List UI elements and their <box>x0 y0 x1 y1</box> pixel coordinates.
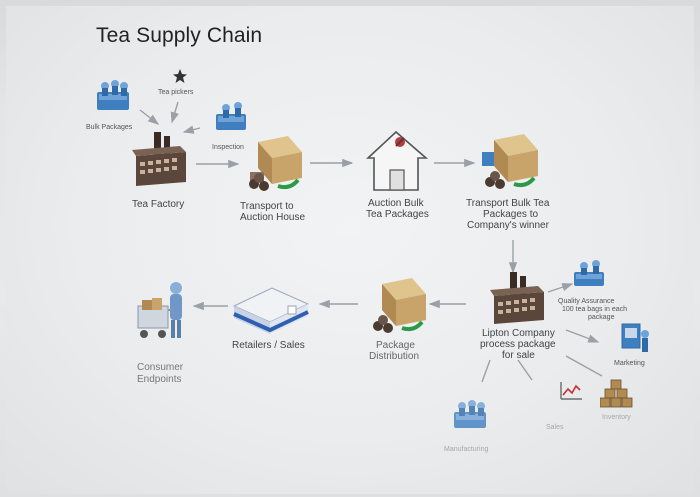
inspection-icon <box>214 100 250 134</box>
arrow-lipton-to-manufacturing <box>481 359 491 383</box>
manufacturing-label: Manufacturing <box>444 446 489 453</box>
tea-factory-label: Tea Factory <box>132 199 185 210</box>
bulk-packages-label: Bulk Packages <box>86 124 133 131</box>
arrow-bulk-to-factory <box>139 109 160 125</box>
factory-icon <box>132 130 190 190</box>
consumer-label-2: Endpoints <box>137 374 182 385</box>
lipton-label-3: for sale <box>502 350 535 361</box>
lipton-factory-icon <box>490 272 548 328</box>
quality-label-2: 100 tea bags in each <box>562 306 627 313</box>
inventory-boxes-icon <box>600 378 634 408</box>
inspection-label: Inspection <box>212 144 244 151</box>
marketing-icon <box>618 320 654 356</box>
arrow-lipton-to-marketing <box>565 329 600 343</box>
lipton-label-1: Lipton Company <box>482 328 555 339</box>
store-icon <box>232 284 310 336</box>
star-icon <box>172 68 188 84</box>
arrow-lipton-to-quality <box>547 283 574 293</box>
tea-pickers-label: Tea pickers <box>158 89 194 96</box>
marketing-label: Marketing <box>614 360 645 367</box>
auction-bulk-label-2: Tea Packages <box>366 209 429 220</box>
quality-assurance-icon <box>572 258 608 290</box>
distribution-box-icon <box>368 276 430 338</box>
line-chart-icon <box>558 380 584 402</box>
auction-bulk-label-1: Auction Bulk <box>368 198 424 209</box>
transport-bulk-label-2: Packages to <box>483 209 539 220</box>
transport-bulk-label-3: Company's winner <box>467 220 549 231</box>
retailers-label: Retailers / Sales <box>232 340 305 351</box>
package-distribution-label-1: Package <box>376 340 415 351</box>
package-distribution-label-2: Distribution <box>369 351 420 362</box>
house-icon <box>362 128 432 196</box>
consumer-cart-icon <box>134 280 192 346</box>
transport-bulk-label-1: Transport Bulk Tea <box>466 198 550 209</box>
transport-bulk-icon <box>480 132 542 194</box>
arrow-pickers-to-factory <box>170 101 179 124</box>
arrow-inspection-to-factory <box>182 125 201 134</box>
page-title: Tea Supply Chain <box>96 24 263 47</box>
inventory-label: Inventory <box>602 414 631 421</box>
transport-auction-label-2: Auction House <box>240 212 306 223</box>
lipton-label-2: process package <box>480 339 556 350</box>
consumer-label-1: Consumer <box>137 362 184 373</box>
quality-label-3: package <box>588 314 615 321</box>
bulk-packages-icon <box>95 78 133 114</box>
transport-box-icon <box>244 134 306 196</box>
arrow-lipton-to-inventory <box>565 355 603 377</box>
transport-auction-label-1: Transport to <box>240 201 294 212</box>
manufacturing-icon <box>452 398 490 432</box>
sales-label: Sales <box>546 424 564 431</box>
arrow-lipton-to-sales <box>517 359 533 381</box>
quality-label-1: Quality Assurance <box>558 298 615 305</box>
